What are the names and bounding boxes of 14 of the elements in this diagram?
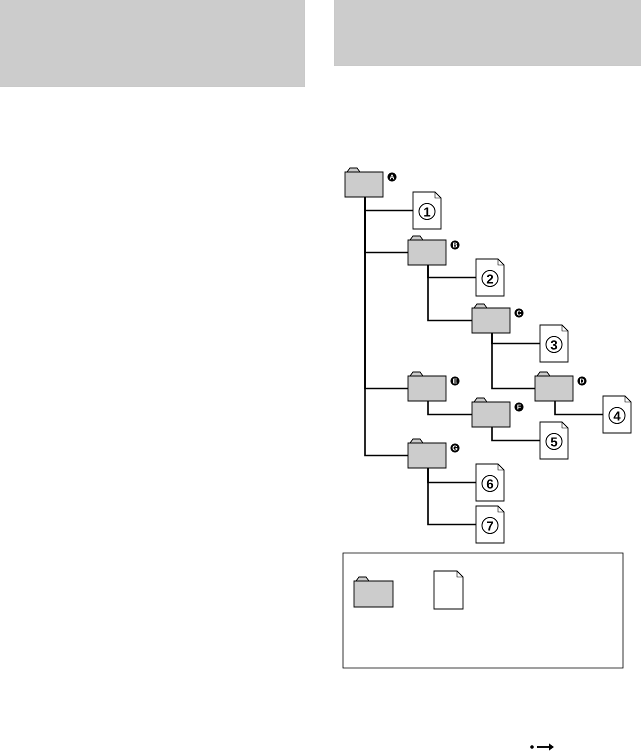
connector-line xyxy=(491,427,540,442)
connector-line xyxy=(554,401,603,416)
folder-icon xyxy=(534,372,574,402)
connector-line xyxy=(364,197,408,456)
folder-icon xyxy=(344,168,384,198)
connector-line xyxy=(491,333,535,390)
connector-line xyxy=(427,265,472,322)
folder-icon xyxy=(472,398,510,428)
folder-icon xyxy=(408,372,446,402)
folder-icon xyxy=(408,438,446,468)
connector-line xyxy=(427,401,472,416)
connector-line xyxy=(427,468,476,526)
folder-icon xyxy=(408,236,446,266)
folder-icon xyxy=(472,304,510,334)
